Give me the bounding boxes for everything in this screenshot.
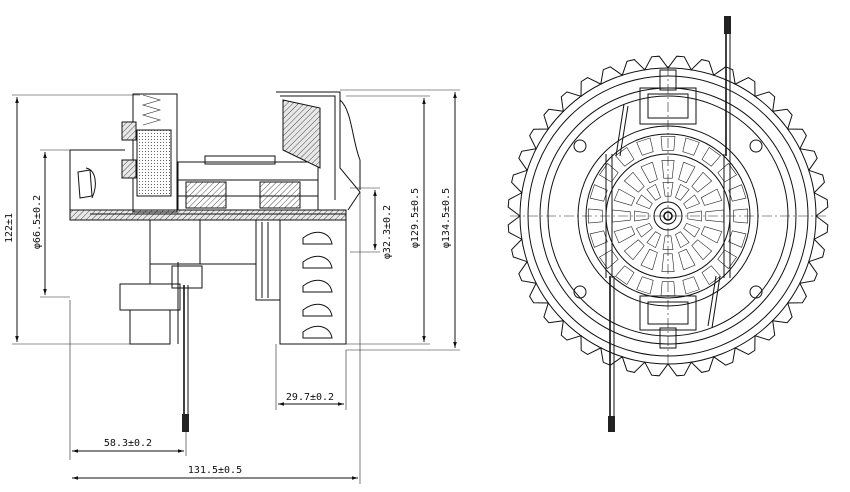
front-view <box>507 16 829 432</box>
dimension-dia-shaft: φ32.3±0.2 <box>350 187 393 259</box>
motor-side-body <box>69 91 361 221</box>
dimension-fan-height: 29.7±0.2 <box>275 344 347 410</box>
fan-height-label: 29.7±0.2 <box>286 392 334 403</box>
dia-outer-label: φ134.5±0.5 <box>441 188 452 248</box>
dia-inner-label: φ66.5±0.2 <box>32 195 43 249</box>
brush-holder-top <box>639 69 697 125</box>
total-length-label: 131.5±0.5 <box>188 465 242 476</box>
motor-side-lower <box>119 219 347 432</box>
dimension-total-length: 131.5±0.5 <box>72 192 361 484</box>
dimension-height-total: 122±1 <box>4 94 140 345</box>
terminal-wire-top <box>724 16 731 156</box>
brush-holder-bottom <box>639 295 697 349</box>
mounting-holes <box>573 139 763 299</box>
dimension-dia-inner: φ66.5±0.2 <box>32 149 70 298</box>
dimension-dia-fan: φ129.5±0.5 <box>346 95 430 345</box>
dia-fan-label: φ129.5±0.5 <box>410 188 421 248</box>
dimension-terminal-offset: 58.3±0.2 <box>69 300 187 460</box>
dimension-dia-outer: φ134.5±0.5 <box>340 89 460 351</box>
height-total-label: 122±1 <box>4 213 15 243</box>
side-view: 122±1 φ66.5±0.2 <box>4 89 460 484</box>
dia-shaft-label: φ32.3±0.2 <box>382 205 393 259</box>
terminal-wire-bottom <box>608 276 615 432</box>
terminal-offset-label: 58.3±0.2 <box>104 438 152 449</box>
inner-slots <box>588 136 748 296</box>
